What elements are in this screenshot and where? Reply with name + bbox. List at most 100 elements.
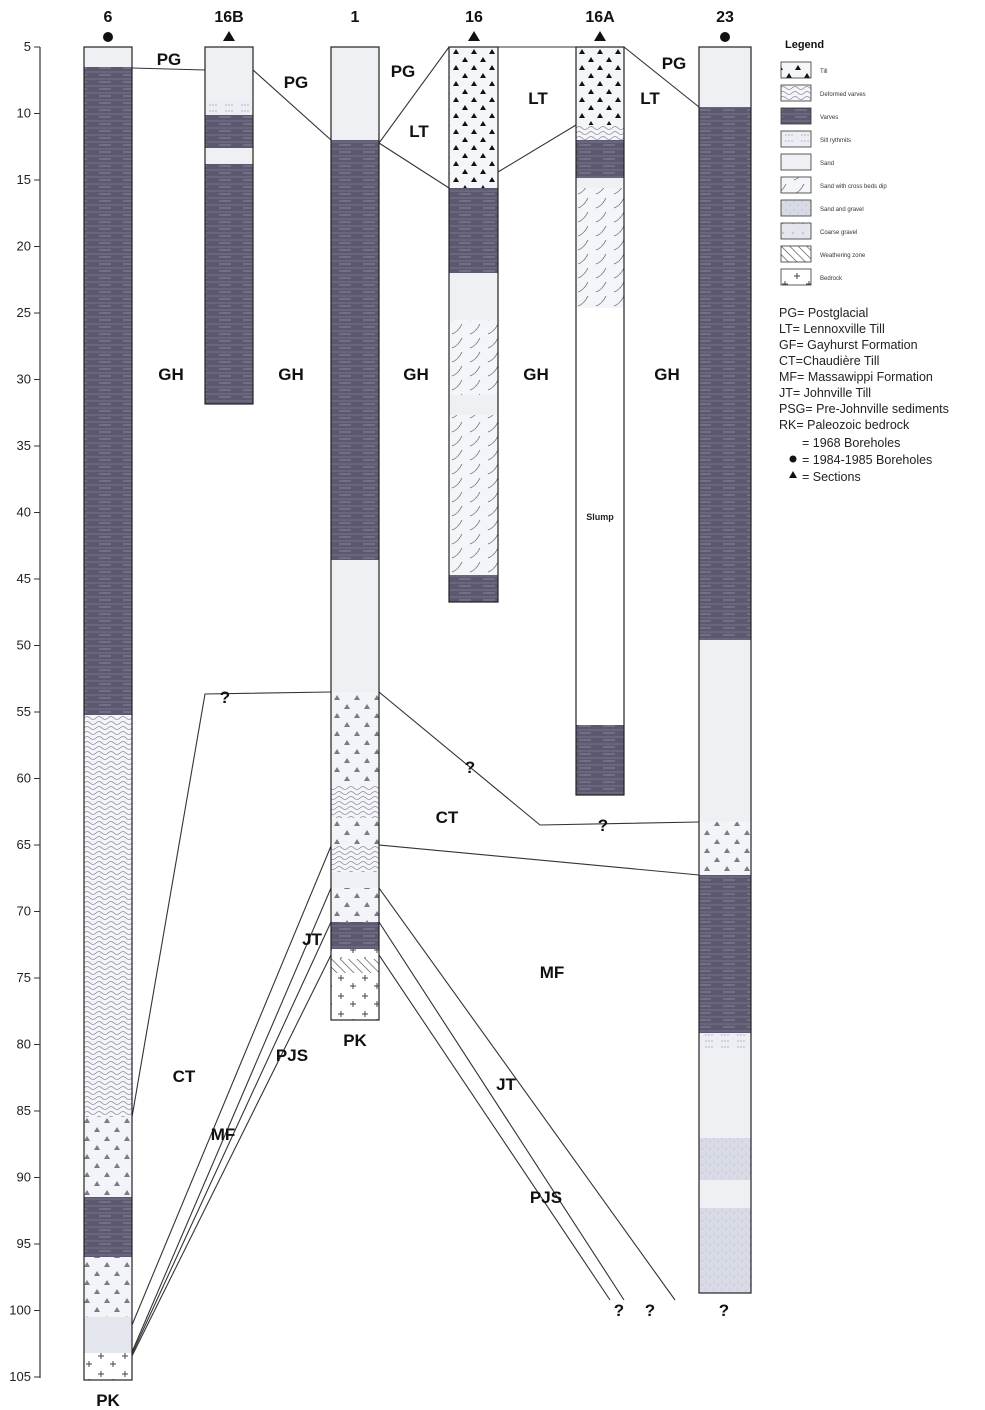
depth-tick-label: 95 — [17, 1236, 31, 1251]
depth-tick-label: 75 — [17, 970, 31, 985]
depth-tick-label: 5 — [24, 39, 31, 54]
legend-symbol-1968-boreholes: = 1968 Boreholes — [802, 436, 900, 450]
correlation-line-ct-right — [378, 691, 700, 826]
legend-abbr-ct: CT=Chaudière Till — [779, 354, 879, 368]
depth-tick-label: 40 — [17, 505, 31, 520]
legend-abbr-rk: RK= Paleozoic bedrock — [779, 418, 910, 432]
depth-tick-label: 100 — [9, 1303, 31, 1318]
unit-label-gh: GH — [403, 365, 429, 384]
svg-text:Deformed varves: Deformed varves — [820, 92, 866, 98]
unit-label-mf: MF — [540, 963, 565, 982]
unit-label-jt: JT — [496, 1075, 516, 1094]
section-column-16a — [575, 46, 625, 796]
legend-symbol-1984-boreholes: = 1984-1985 Boreholes — [802, 453, 932, 467]
section-symbol — [223, 31, 235, 41]
legend-swatch-silt-rythmits: Silt rythmits — [780, 130, 851, 148]
slump-label: Slump — [586, 512, 614, 522]
depth-tick-label: 20 — [17, 239, 31, 254]
legend-swatch-deformed-varves: Deformed varves — [780, 84, 866, 102]
column-header-6: 6 — [104, 9, 113, 26]
svg-text:Sand: Sand — [820, 161, 834, 167]
unit-label-gh: GH — [158, 365, 184, 384]
unit-label-pg: PG — [662, 54, 687, 73]
depth-tick-label: 70 — [17, 904, 31, 919]
depth-tick-label: 15 — [17, 172, 31, 187]
correlation-line-pjs-right-b — [378, 954, 611, 1301]
question-mark: ? — [645, 1301, 655, 1320]
borehole-column-23 — [698, 46, 752, 1294]
legend-swatch-weathering-zone: Weathering zone — [780, 245, 866, 263]
depth-tick-label: 90 — [17, 1170, 31, 1185]
legend-abbr-pg: PG= Postglacial — [779, 306, 868, 320]
correlation-line-jt-left — [131, 887, 332, 1353]
depth-tick-label: 45 — [17, 571, 31, 586]
svg-text:Varves: Varves — [820, 115, 838, 121]
question-mark: ? — [465, 758, 475, 777]
column-header-16: 16 — [465, 9, 483, 26]
legend-circle-icon — [789, 455, 797, 463]
legend-swatch-sand-and-gravel: Sand and gravel — [780, 199, 864, 217]
correlation-line-pjs-right-a — [378, 921, 625, 1301]
depth-tick-label: 105 — [9, 1369, 31, 1384]
correlation-line-pjs-left-b — [131, 954, 332, 1357]
correlation-lines — [131, 46, 700, 1357]
unit-label-pg: PG — [284, 73, 309, 92]
depth-tick-label: 25 — [17, 305, 31, 320]
svg-text:Sand and gravel: Sand and gravel — [820, 207, 864, 213]
unit-label-ct: CT — [173, 1067, 196, 1086]
column-header-23: 23 — [716, 9, 734, 26]
question-mark: ? — [220, 688, 230, 707]
depth-tick-label: 10 — [17, 106, 31, 121]
unit-label-gh: GH — [523, 365, 549, 384]
legend-abbr-jt: JT= Johnville Till — [779, 386, 871, 400]
unit-label-jt: JT — [302, 930, 322, 949]
svg-text:Sand with cross beds dip: Sand with cross beds dip — [820, 184, 887, 190]
unit-label-pg: PG — [391, 62, 416, 81]
borehole-column-6 — [83, 46, 133, 1381]
uncertainty-marks: ? ? ? ? ? ? — [220, 688, 729, 1320]
correlation-line-lt-top — [378, 46, 700, 144]
unit-label-lt: LT — [640, 89, 660, 108]
depth-tick-label: 30 — [17, 372, 31, 387]
svg-text:Silt rythmits: Silt rythmits — [820, 138, 851, 144]
column-headers: 6 16B 1 16 16A 23 — [103, 9, 734, 42]
column-header-16b: 16B — [214, 9, 243, 26]
unit-label-pjs: PJS — [530, 1188, 562, 1207]
legend-triangle-icon — [789, 471, 797, 478]
unit-label-pk: PK — [343, 1031, 367, 1050]
unit-label-pjs: PJS — [276, 1046, 308, 1065]
borehole-1984-symbol — [720, 32, 730, 42]
question-mark: ? — [614, 1301, 624, 1320]
borehole-column-1 — [330, 46, 380, 1021]
legend-abbr-gf: GF= Gayhurst Formation — [779, 338, 918, 352]
correlation-line-mf-top — [378, 844, 700, 876]
unit-label-pk: PK — [96, 1391, 120, 1410]
depth-tick-label: 85 — [17, 1103, 31, 1118]
svg-text:Weathering zone: Weathering zone — [820, 253, 866, 259]
section-column-16 — [448, 46, 499, 603]
column-header-16a: 16A — [585, 9, 615, 26]
unit-label-gh: GH — [654, 365, 680, 384]
unit-label-pg: PG — [157, 50, 182, 69]
depth-tick-label: 50 — [17, 638, 31, 653]
depth-axis: 5101520253035404550556065707580859095100… — [9, 39, 41, 1384]
correlation-line-pg-6-16b — [131, 67, 206, 71]
legend-abbr-lt: LT= Lennoxville Till — [779, 322, 885, 336]
correlation-line-pjs-left-a — [131, 921, 332, 1355]
depth-tick-label: 80 — [17, 1037, 31, 1052]
correlation-line-jt-right — [378, 887, 676, 1301]
depth-tick-label: 60 — [17, 771, 31, 786]
unit-label-mf: MF — [211, 1125, 236, 1144]
correlation-line-pg-16b-1 — [252, 69, 332, 141]
legend-abbr-psg: PSG= Pre-Johnville sediments — [779, 402, 949, 416]
depth-tick-label: 35 — [17, 438, 31, 453]
correlation-line-ct-upper — [131, 691, 332, 1118]
legend-abbr-mf: MF= Massawippi Formation — [779, 370, 933, 384]
legend-title: Legend — [785, 39, 824, 51]
legend-swatch-sand: Sand — [780, 153, 834, 171]
legend-swatch-cross-beds: Sand with cross beds dip — [780, 176, 887, 194]
question-mark: ? — [719, 1301, 729, 1320]
depth-tick-label: 65 — [17, 837, 31, 852]
legend: Legend Till Deformed varves Varves Silt … — [779, 39, 949, 484]
